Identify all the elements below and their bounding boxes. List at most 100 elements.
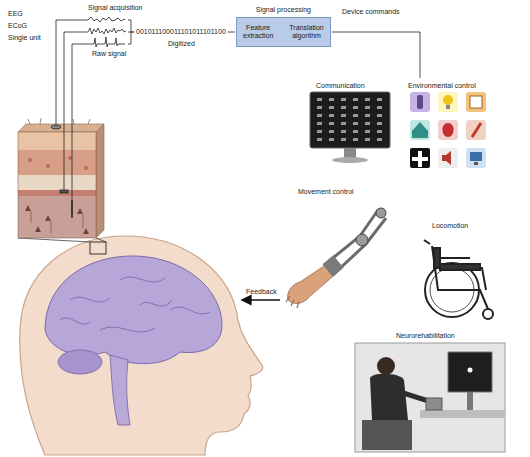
node-text: Locomotion [432, 222, 468, 230]
wheelchair [432, 246, 488, 309]
zoom-lines [96, 238, 106, 242]
raw-waveforms [88, 17, 134, 47]
node-text: Neurorehabilitation [396, 332, 455, 340]
monitor-illustration [310, 92, 390, 163]
electrode-wires [60, 190, 68, 193]
tissue-block [84, 166, 88, 170]
node-text: Environmental control [408, 82, 476, 90]
environment-icons [446, 105, 450, 109]
head-profile [58, 350, 102, 374]
tissue-block [96, 124, 104, 238]
rehab-photo [362, 420, 412, 450]
tissue-block [18, 190, 96, 196]
environment-icons [412, 151, 428, 167]
environment-icons [466, 92, 486, 112]
tissue-block [18, 150, 96, 175]
rehab-photo [355, 343, 505, 452]
node-text: Feature extraction [243, 24, 273, 40]
text-label: Feedback [246, 288, 277, 296]
rehab-photo [377, 357, 395, 375]
command-wire [332, 32, 420, 78]
tissue-block [18, 118, 104, 238]
raw-waveforms [88, 28, 126, 34]
environment-icons [438, 92, 458, 112]
environment-icons [474, 162, 478, 165]
rehab-photo [426, 398, 442, 410]
monitor-illustration [332, 157, 368, 163]
text-label: Single unit [8, 34, 41, 42]
electrode-wires [51, 125, 61, 129]
panel-title: Communication [316, 82, 365, 90]
feedback-arrow [246, 300, 280, 301]
raw-waveforms [88, 17, 125, 22]
tissue-block [25, 205, 89, 234]
environment-icons [438, 120, 458, 140]
tissue-block [31, 211, 83, 233]
monitor-illustration [344, 148, 356, 158]
panel-title: Neurorehabilitation [396, 332, 455, 340]
head-profile [20, 236, 263, 455]
tissue-block [18, 132, 96, 150]
tissue-block [46, 164, 50, 168]
processing-box: Signal processingFeature extractionTrans… [236, 17, 331, 47]
zoom-lines [18, 238, 106, 242]
environment-icons [410, 92, 430, 112]
wheelchair [483, 309, 493, 319]
rehab-photo [370, 374, 408, 420]
node-text: Movement control [298, 188, 354, 196]
panel-title: Environmental control [408, 82, 476, 90]
monitor-illustration [310, 92, 390, 148]
prosthetic-arm [356, 234, 368, 246]
node-text: Communication [316, 82, 365, 90]
wheelchair [442, 268, 486, 290]
head-profile [45, 256, 222, 364]
environment-icons [470, 96, 482, 108]
prosthetic-arm [286, 296, 299, 308]
wheelchair [424, 240, 430, 244]
text-label: EEG [8, 10, 23, 18]
feedback-arrow [246, 299, 280, 301]
head-profile [90, 242, 106, 254]
tissue-block [28, 158, 32, 162]
tissue-block [18, 132, 96, 238]
head-profile [20, 236, 263, 455]
rehab-photo [467, 392, 473, 410]
rehab-photo [420, 410, 505, 418]
electrode-wires [51, 20, 88, 218]
process-step: Translation algorithm [289, 24, 323, 40]
environment-icons [410, 92, 486, 168]
text-label: Signal acquisition [88, 4, 142, 12]
wheelchair [440, 257, 470, 259]
prosthetic-arm [286, 208, 386, 308]
process-step: Feature extraction [243, 24, 273, 40]
monitor-illustration [314, 96, 386, 144]
environment-icons [472, 123, 481, 137]
text-label: ECoG [8, 22, 27, 30]
zoom-lines [18, 238, 90, 242]
text-label: Raw signal [92, 50, 126, 58]
environment-icons [470, 152, 482, 161]
rehab-photo [448, 352, 492, 392]
prosthetic-arm [322, 255, 343, 276]
text-label: 001011100011101011101100 [136, 28, 226, 36]
wheelchair [440, 264, 480, 270]
electrode-wires [64, 32, 88, 192]
raw-waveforms [88, 37, 125, 47]
tissue-block [18, 124, 104, 132]
head-profile [110, 355, 130, 425]
rehab-photo [355, 343, 505, 452]
wheelchair [424, 240, 493, 319]
text-label: Device commands [342, 8, 400, 16]
tissue-block [18, 196, 96, 238]
tissue-block [68, 156, 72, 160]
box-heading: Signal processing [217, 6, 350, 14]
environment-icons [438, 148, 458, 168]
environment-icons [442, 151, 451, 165]
wheelchair [434, 248, 440, 268]
node-text: Translation algorithm [289, 24, 323, 40]
text-label: Digitized [168, 40, 195, 48]
environment-icons [410, 148, 430, 168]
environment-icons [410, 120, 430, 140]
electrode-wires [71, 200, 72, 218]
